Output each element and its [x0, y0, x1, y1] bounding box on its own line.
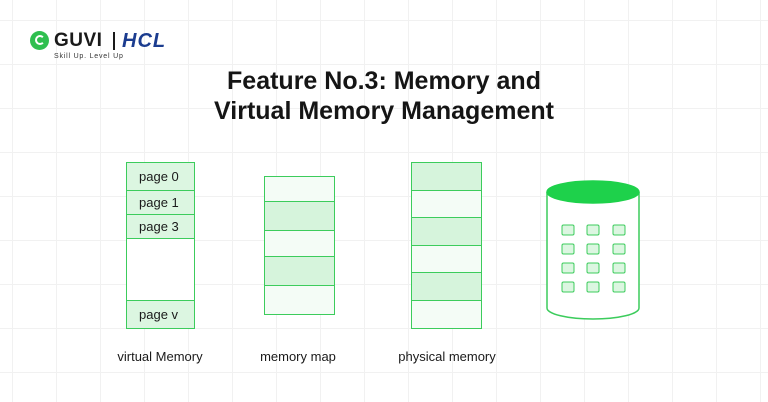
- guvi-wordmark: GUVI: [54, 30, 103, 51]
- logo-divider: [113, 32, 115, 50]
- virtual-memory-block: page 0 page 1 page 3 page v: [126, 162, 195, 329]
- page-cell: page 1: [127, 191, 194, 215]
- physical-memory-cell: [412, 273, 481, 301]
- page-cell: page v: [127, 301, 194, 328]
- memory-map-label: memory map: [260, 349, 336, 364]
- disk-storage-icon: [546, 180, 640, 320]
- guvi-logo-icon: [30, 31, 49, 50]
- hcl-wordmark: HCL: [122, 30, 167, 52]
- physical-memory-block: [411, 162, 482, 329]
- physical-memory-cell: [412, 218, 481, 246]
- memory-map-cell: [265, 177, 334, 202]
- physical-memory-cell: [412, 301, 481, 328]
- memory-map-cell: [265, 286, 334, 314]
- memory-map-cell: [265, 231, 334, 257]
- page-title-line-1: Feature No.3: Memory and: [227, 67, 541, 95]
- brand-tagline: Skill Up. Level Up: [54, 53, 124, 60]
- page-gap: [127, 239, 194, 301]
- physical-memory-cell: [412, 246, 481, 273]
- physical-memory-cell: [412, 163, 481, 191]
- memory-map-block: [264, 176, 335, 315]
- physical-memory-label: physical memory: [398, 349, 496, 364]
- memory-map-cell: [265, 202, 334, 231]
- page-cell: page 0: [127, 163, 194, 191]
- page-cell: page 3: [127, 215, 194, 239]
- page-title-line-2: Virtual Memory Management: [214, 97, 554, 125]
- virtual-memory-label: virtual Memory: [117, 349, 203, 364]
- memory-map-cell: [265, 257, 334, 286]
- physical-memory-cell: [412, 191, 481, 218]
- brand-logo: GUVI HCL Skill Up. Level Up: [30, 30, 220, 64]
